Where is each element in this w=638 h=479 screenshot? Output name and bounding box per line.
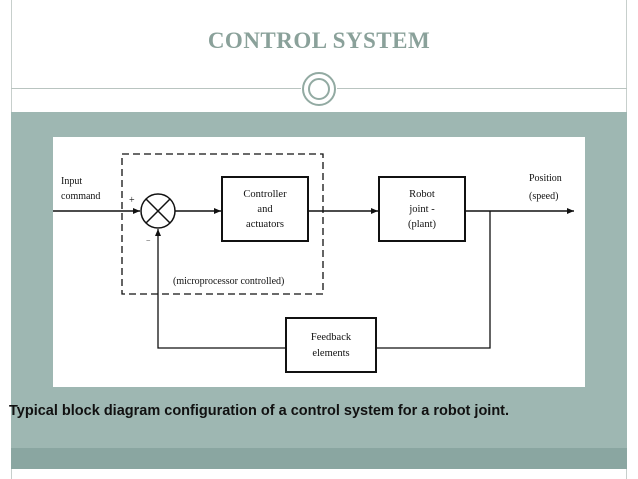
feedback-path-out <box>376 211 491 349</box>
title-divider-right <box>337 88 627 89</box>
input-label-line2: command <box>61 191 100 202</box>
controller-label-line3: actuators <box>246 219 284 230</box>
block-diagram: Input command + − Controller and actuato… <box>53 137 585 387</box>
footer-band <box>11 448 627 469</box>
controller-block <box>221 176 309 242</box>
controller-label-line1: Controller <box>243 189 287 200</box>
plant-block <box>378 176 466 242</box>
slide-title: CONTROL SYSTEM <box>207 28 431 53</box>
feedback-block <box>285 317 377 373</box>
title-divider-left <box>11 88 301 89</box>
input-label-line1: Input <box>61 176 82 187</box>
summing-junction <box>140 193 176 229</box>
output-label-line1: Position <box>529 173 562 184</box>
summing-plus-sign: + <box>129 195 135 206</box>
feedback-path-return <box>155 229 286 349</box>
output-label-line2: (speed) <box>529 191 558 202</box>
summing-minus-sign: − <box>146 236 151 245</box>
diagram-caption: Typical block diagram configuration of a… <box>9 403 510 419</box>
plant-label-line2: joint - <box>408 204 435 215</box>
microprocessor-region <box>121 153 324 295</box>
plant-label-line3: (plant) <box>408 219 436 230</box>
controller-label-line2: and <box>257 204 273 215</box>
microprocessor-label: (microprocessor controlled) <box>173 276 284 287</box>
block-diagram-svg: Input command + − Controller and actuato… <box>53 153 574 373</box>
circle-ornament-icon <box>302 72 336 106</box>
feedback-label-line1: Feedback <box>311 332 352 343</box>
feedback-label-line2: elements <box>312 348 349 359</box>
plant-label-line1: Robot <box>409 189 435 200</box>
